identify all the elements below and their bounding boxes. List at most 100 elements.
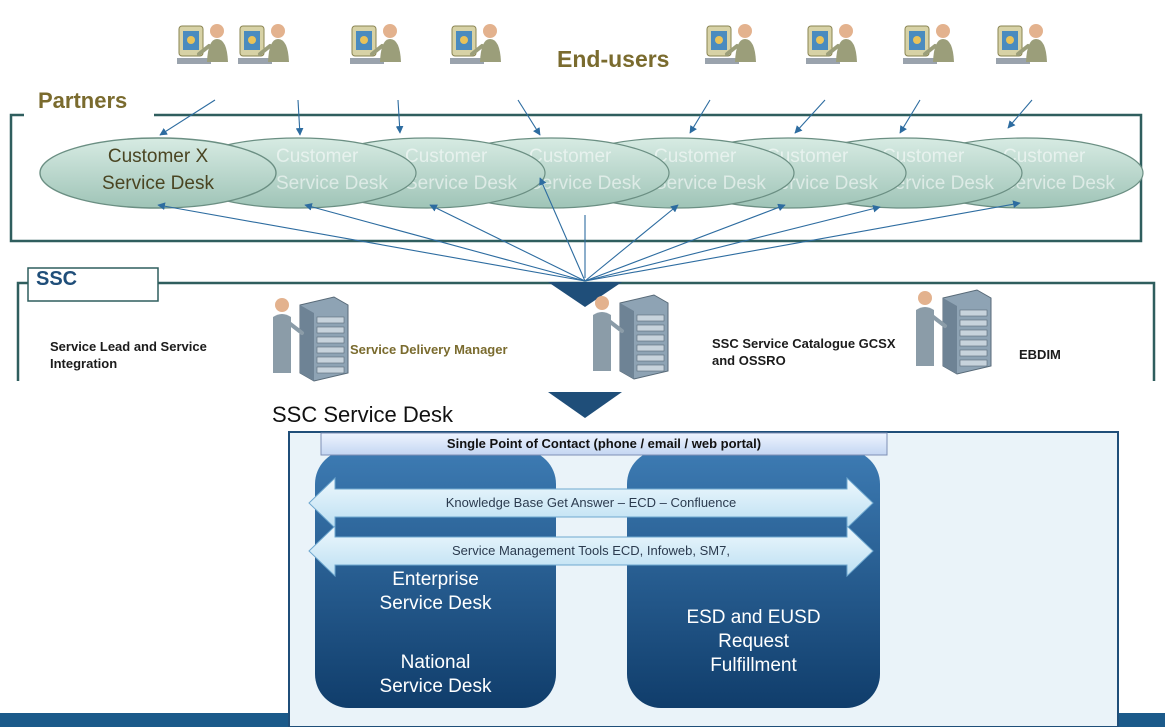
- fulfillment-label: ESD and EUSD Request Fulfillment: [627, 606, 880, 678]
- keyboard-shape: [996, 58, 1030, 64]
- desk-oval-label-2: Service Desk: [654, 173, 766, 194]
- user-at-workstation-icon: [177, 24, 228, 64]
- person-body: [480, 39, 501, 62]
- sm-tools-label: Service Management Tools ECD, Infoweb, S…: [452, 543, 730, 558]
- screen-glyph: [248, 36, 256, 44]
- rack-side: [620, 303, 634, 379]
- user-to-desk-arrow: [159, 99, 216, 136]
- person-head: [271, 24, 285, 38]
- icons-layer: [177, 24, 1047, 382]
- keyboard-shape: [350, 58, 384, 64]
- keyboard-shape: [806, 58, 840, 64]
- customer-x-label-1: Customer X: [108, 146, 209, 167]
- person-head: [1029, 24, 1043, 38]
- spoc-bar: [320, 432, 888, 456]
- fulfillment-line-3: Fulfillment: [710, 655, 797, 676]
- customer-x-label-2: Service Desk: [102, 173, 214, 194]
- keyboard-shape: [177, 58, 211, 64]
- ssc-to-desk-arrow: [157, 202, 586, 282]
- national-desk-label: National Service Desk: [315, 651, 556, 699]
- server-operator-icon: [273, 296, 349, 382]
- rack-unit: [959, 349, 988, 357]
- rack-unit: [636, 324, 665, 332]
- person-body: [916, 307, 934, 366]
- person-head: [483, 24, 497, 38]
- user-to-desk-arrow: [689, 99, 711, 134]
- user-at-workstation-icon: [996, 24, 1047, 64]
- rack-unit: [959, 309, 988, 317]
- desk-oval-label-1: Customer: [529, 146, 612, 167]
- person-arm: [923, 44, 937, 56]
- ssc-to-desk-arrow: [539, 177, 586, 282]
- person-body: [836, 39, 857, 62]
- rack-unit: [959, 329, 988, 337]
- keyboard-shape: [450, 58, 484, 64]
- role-ebdim: EBDIM: [1019, 347, 1061, 362]
- person-arm: [287, 321, 304, 335]
- ssc-funnel: [548, 282, 622, 307]
- person-body: [933, 39, 954, 62]
- knowledge-base-arrow: [308, 476, 874, 530]
- connector-arrows: [157, 99, 1033, 282]
- user-at-workstation-icon: [903, 24, 954, 64]
- rack-unit: [636, 364, 665, 372]
- desk-oval-label-2: Service Desk: [276, 173, 388, 194]
- server-operator-icon: [916, 289, 992, 375]
- keyboard-shape: [705, 58, 739, 64]
- enterprise-desk-label: Enterprise Service Desk: [315, 568, 556, 616]
- person-arm: [725, 44, 739, 56]
- ssc-to-desk-arrow: [584, 203, 786, 282]
- server-operator-icon: [593, 294, 669, 380]
- user-to-desk-arrow: [899, 99, 921, 134]
- person-body: [268, 39, 289, 62]
- user-to-desk-arrow: [295, 99, 304, 136]
- user-at-workstation-icon: [806, 24, 857, 64]
- rack-unit: [316, 366, 345, 374]
- person-head: [738, 24, 752, 38]
- knowledge-base-label: Knowledge Base Get Answer – ECD – Conflu…: [445, 495, 737, 510]
- person-body: [380, 39, 401, 62]
- customer-x-desk-oval: Customer X Service Desk: [39, 137, 277, 209]
- sm-tools-arrow: [308, 524, 874, 578]
- endusers-title: End-users: [557, 46, 670, 72]
- ssc-to-desk-arrow: [584, 204, 679, 282]
- screen-glyph: [187, 36, 195, 44]
- screen-glyph: [816, 36, 824, 44]
- spoc-label: Single Point of Contact (phone / email /…: [446, 436, 762, 451]
- rack-unit: [316, 356, 345, 364]
- fulfillment-line-2: Request: [718, 631, 789, 652]
- person-head: [383, 24, 397, 38]
- rack-unit: [316, 346, 345, 354]
- screen-glyph: [360, 36, 368, 44]
- person-head: [210, 24, 224, 38]
- enterprise-line-1: Enterprise: [392, 569, 479, 590]
- service-desk-funnel: [548, 392, 622, 418]
- ssc-to-desk-arrow: [584, 200, 1021, 282]
- user-to-desk-arrow: [1007, 99, 1033, 129]
- person-arm: [370, 44, 384, 56]
- user-at-workstation-icon: [705, 24, 756, 64]
- person-body: [1026, 39, 1047, 62]
- role-delivery-manager: Service Delivery Manager: [350, 342, 508, 357]
- rack-unit: [636, 314, 665, 322]
- desk-oval-label-1: Customer: [654, 146, 737, 167]
- user-to-desk-arrow: [794, 99, 826, 134]
- screen-glyph: [715, 36, 723, 44]
- partners-title: Partners: [38, 88, 128, 113]
- person-arm: [1016, 44, 1030, 56]
- rack-unit: [959, 319, 988, 327]
- rack-unit: [636, 354, 665, 362]
- desk-oval-label-1: Customer: [276, 146, 359, 167]
- person-arm: [930, 314, 947, 328]
- person-head: [918, 291, 932, 305]
- person-head: [839, 24, 853, 38]
- person-head: [275, 298, 289, 312]
- desk-oval-label-2: Service Desk: [766, 173, 878, 194]
- desk-oval-label-2: Service Desk: [882, 173, 994, 194]
- desk-oval-label-2: Service Desk: [529, 173, 641, 194]
- person-head: [936, 24, 950, 38]
- desk-oval-label-1: Customer: [405, 146, 488, 167]
